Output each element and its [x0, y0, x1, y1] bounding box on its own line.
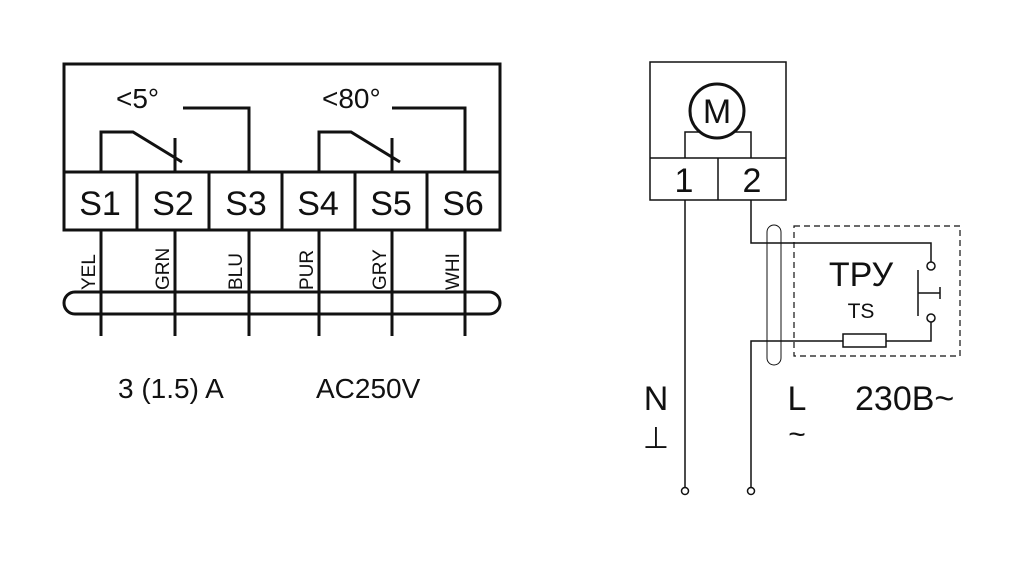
terminal-label-s1: S1	[79, 185, 121, 223]
switch-housing	[62, 62, 502, 172]
motor-label: M	[703, 93, 731, 131]
line-supply-wire	[750, 340, 843, 487]
line-terminal	[746, 486, 756, 496]
terminal-wires	[99, 230, 467, 336]
switch-contact-1	[99, 106, 251, 172]
wire-color-gry: GRY	[370, 249, 391, 290]
line-ac-symbol: ~	[788, 418, 806, 451]
neutral-ground-symbol: ⊥	[643, 422, 669, 455]
terminal-label-2: 2	[743, 162, 762, 200]
motor-lead-left	[684, 131, 701, 158]
wire-sleeve	[766, 224, 782, 366]
thermostat-contact-bottom	[926, 313, 936, 323]
thermostat-box	[793, 225, 961, 357]
aux-switch-diagram	[62, 62, 502, 336]
terminal-label-1: 1	[675, 162, 694, 200]
wire-color-yel: YEL	[79, 254, 100, 290]
neutral-label: N	[644, 380, 669, 418]
supply-voltage: 230В~	[855, 380, 954, 418]
terminal-label-s2: S2	[152, 185, 194, 223]
motor-lead-right	[733, 131, 752, 158]
thermostat-actuator	[918, 287, 941, 299]
voltage-rating: AC250V	[316, 373, 421, 404]
motor-icon	[688, 82, 746, 140]
angle-label-low: <5°	[116, 83, 159, 114]
terminal-label-s3: S3	[225, 185, 267, 223]
thermostat-label: ТРУ	[829, 256, 894, 294]
angle-label-high: <80°	[322, 83, 381, 114]
wire-color-blu: BLU	[226, 253, 247, 290]
motor-diagram	[649, 61, 961, 496]
line-label: L	[788, 380, 807, 418]
thermostat-return-wire	[886, 322, 932, 342]
current-rating: 3 (1.5) A	[118, 373, 224, 404]
switch-contact-2	[317, 106, 467, 172]
line-wire-to-thermostat	[750, 200, 932, 262]
thermostat-sensor-element	[842, 333, 887, 348]
wire-color-whi: WHI	[443, 253, 464, 290]
terminal-label-s6: S6	[442, 185, 484, 223]
terminal-dividers	[135, 172, 429, 230]
thermostat-sublabel: TS	[848, 300, 875, 323]
thermostat-contact-top	[926, 261, 936, 271]
neutral-terminal	[680, 486, 690, 496]
wire-color-pur: PUR	[297, 250, 318, 290]
terminal-label-s4: S4	[297, 185, 339, 223]
terminal-label-s5: S5	[370, 185, 412, 223]
wire-color-grn: GRN	[153, 248, 174, 290]
cable-sheath	[62, 290, 502, 316]
